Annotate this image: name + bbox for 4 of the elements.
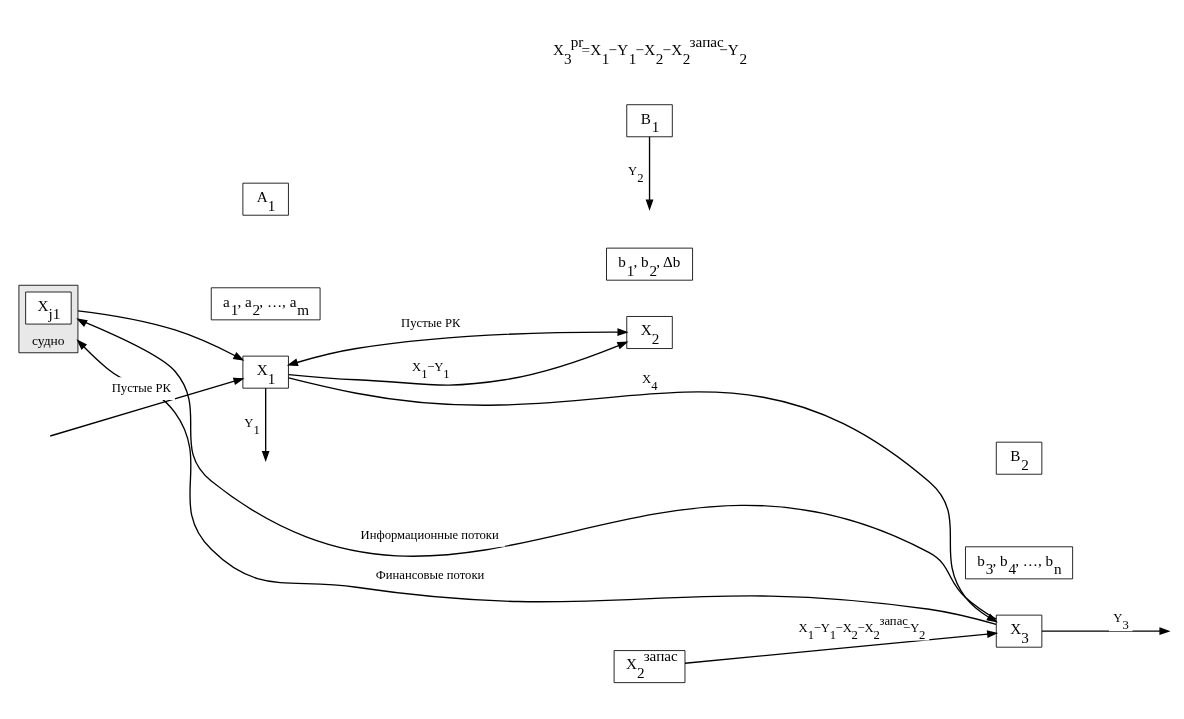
edge-label: Финансовые потоки — [375, 568, 485, 583]
edge-label: Пустые РК — [401, 316, 461, 331]
edge-label: Информационные потоки — [360, 527, 499, 542]
edge-label: Пустые РК — [111, 380, 172, 395]
